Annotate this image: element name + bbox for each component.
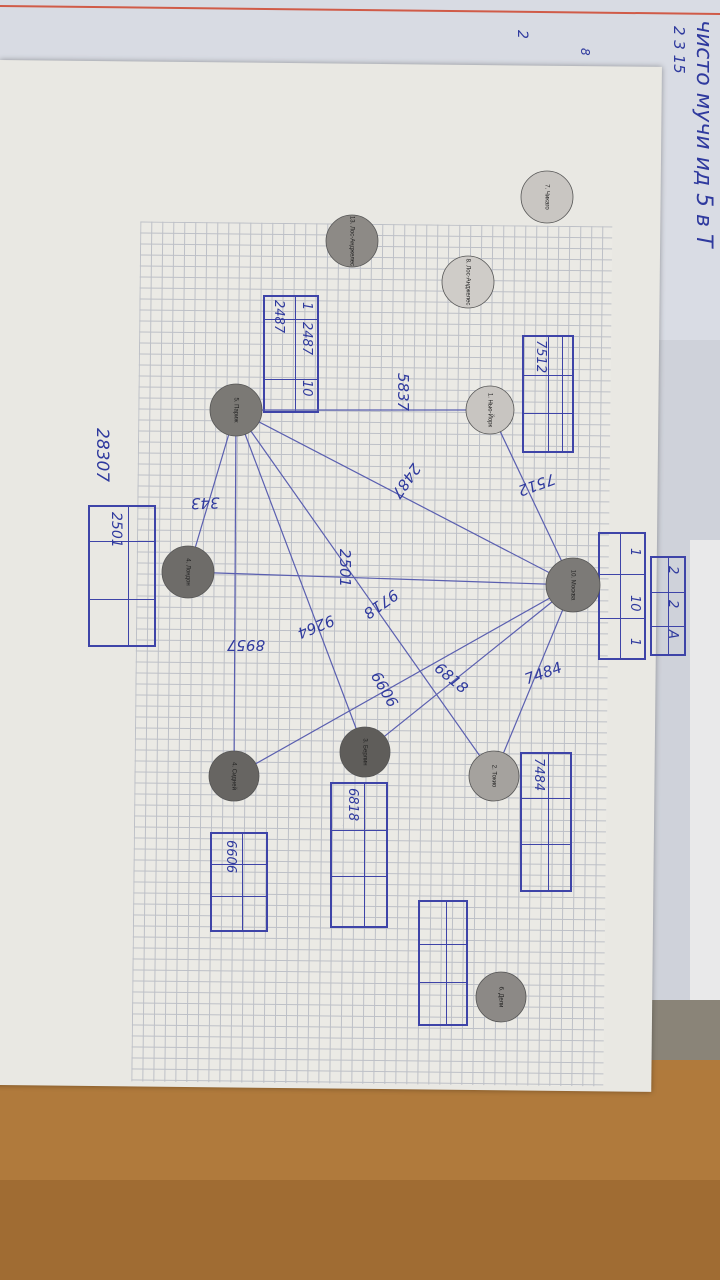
edge-weight-paris-moscow: 2487 [388, 460, 425, 502]
edge-moscow-sydney [234, 585, 573, 776]
edge-weight-moscow-berlin: 6818 [431, 659, 472, 697]
node-label-westbreaker: 8. Лос-Анджелес [464, 259, 470, 306]
edge-weight-paris-berlin: 9264 [295, 611, 337, 642]
edge-weight-london-moscow: 2501 [336, 549, 354, 587]
node-label-paris: 5. Париж [232, 397, 238, 422]
edge-weight-moscow-sydney: 6606 [367, 668, 402, 710]
node-label-delhi: 6. Дели [497, 987, 503, 1008]
edge-weight-moscow-tokyo: 7484 [522, 658, 564, 688]
node-label-chicago: 7. Чикаго [543, 184, 549, 210]
node-label-berlin: 3. Берлин [361, 738, 367, 765]
node-label-losangeles: 13. Лос-Анджелес [348, 216, 354, 266]
edge-london-moscow [188, 572, 573, 585]
node-label-london: 4. Лондон [184, 558, 190, 585]
edge-weight-paris-london: 343 [191, 494, 220, 513]
edge-weight-paris-newyork: 5837 [394, 373, 412, 412]
edge-newyork-moscow [490, 410, 573, 585]
node-label-moscow: 10. Москва [569, 570, 575, 601]
edge-paris-tokyo [236, 410, 494, 776]
edge-weight-paris-sydney: 8957 [226, 636, 265, 654]
edge-weight-paris-tokyo: 9718 [360, 586, 402, 623]
node-label-newyork: 1. Нью-Йорк [486, 393, 494, 428]
node-label-tokyo: 2. Токио [490, 765, 496, 788]
edge-paris-sydney [234, 410, 236, 776]
node-label-sydney: 4. Сидней [230, 762, 237, 790]
edge-weight-newyork-moscow: 7512 [516, 470, 558, 500]
